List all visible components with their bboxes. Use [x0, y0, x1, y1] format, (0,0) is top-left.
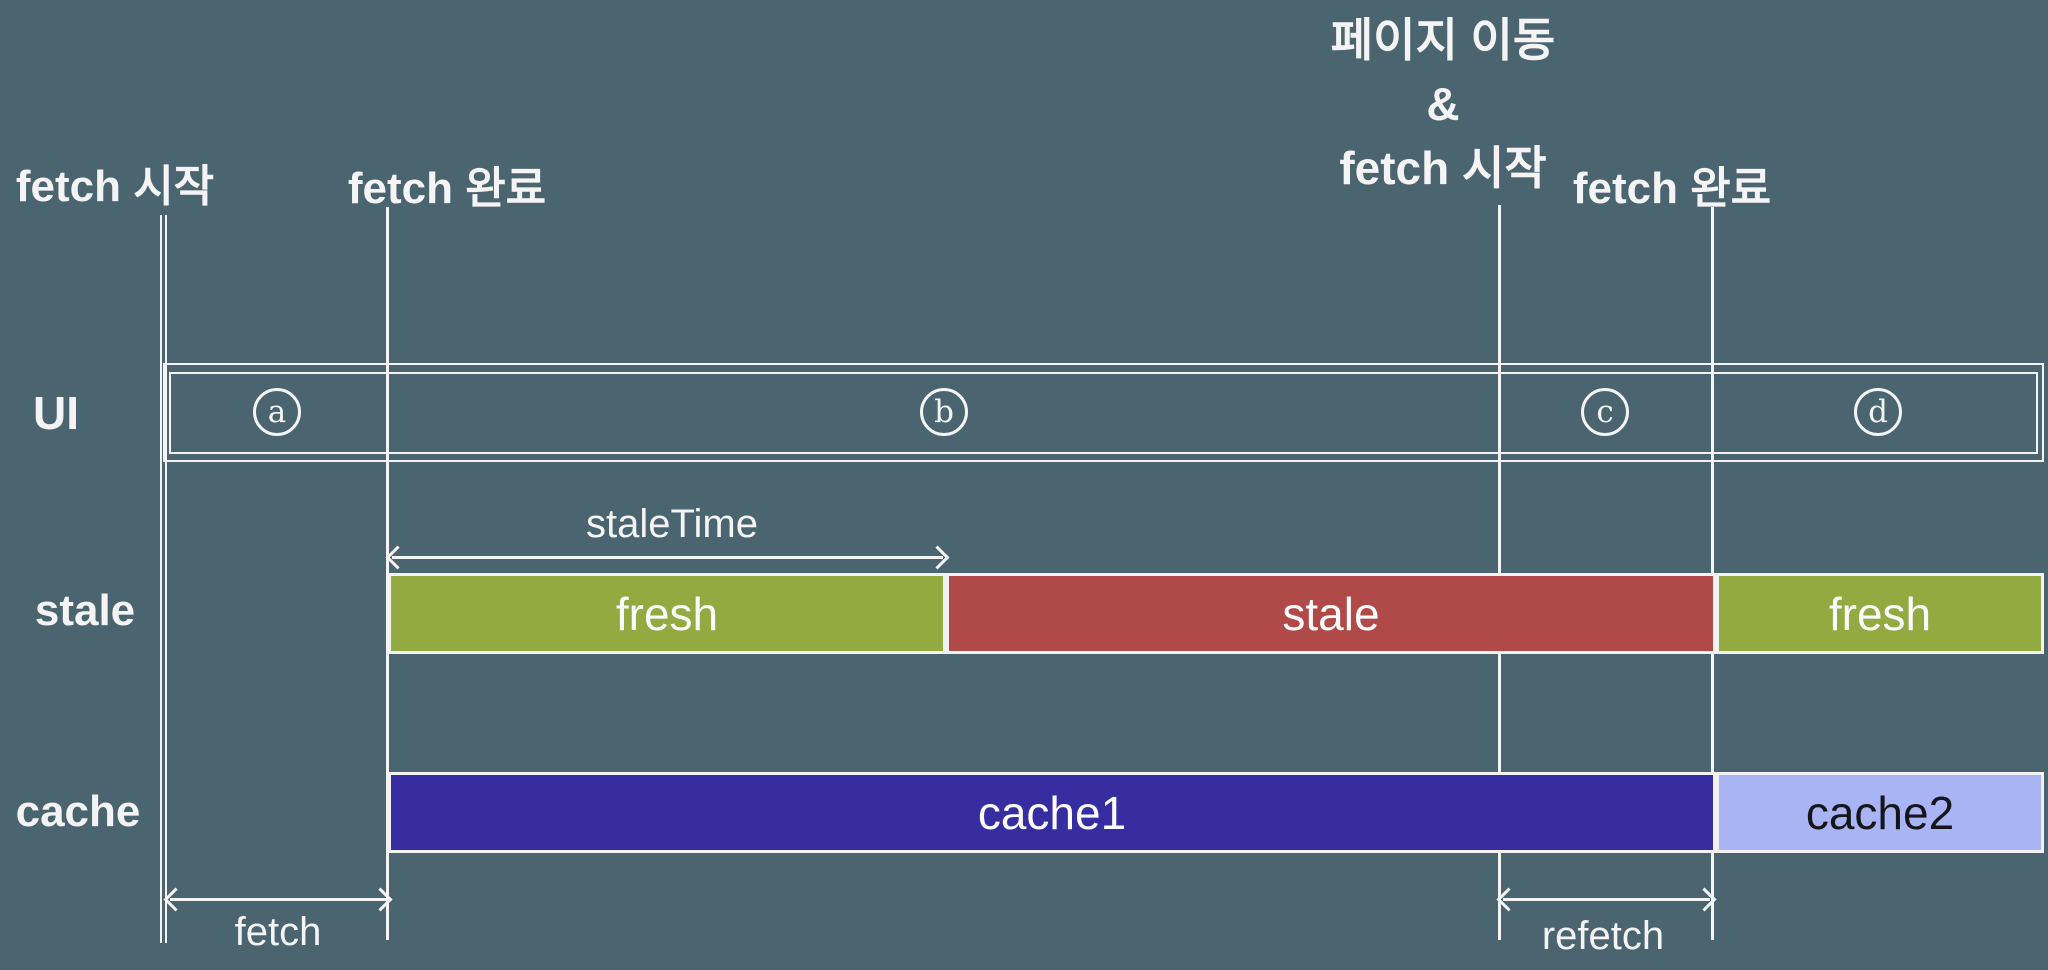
- ui-marker-d: d: [1854, 388, 1902, 436]
- timeline-line-fetch-complete: [386, 207, 389, 940]
- arrowhead-left-icon: [385, 545, 410, 570]
- fetch-duration-label: fetch: [234, 910, 322, 954]
- ui-band-inner: [169, 372, 2038, 454]
- refetch-duration-label: refetch: [1541, 914, 1665, 958]
- stale-bar-fresh-1-label: fresh: [615, 587, 719, 640]
- event-label-page-move-fetch-start: 페이지 이동 & fetch 시작: [1331, 8, 1555, 200]
- event-label-fetch-start-2: fetch 시작: [1339, 142, 1547, 194]
- timeline-line-fetch-start: [160, 215, 167, 943]
- arrowhead-right-icon: [925, 545, 950, 570]
- cache-bar-cache1: cache1: [388, 772, 1716, 853]
- event-label-fetch-start: fetch 시작: [15, 162, 215, 211]
- event-label-page-move: 페이지 이동: [1330, 14, 1556, 66]
- stale-bar-fresh-1: fresh: [388, 573, 946, 654]
- arrowhead-left-icon: [163, 887, 188, 912]
- cache-bar-cache1-label: cache1: [977, 786, 1127, 839]
- ui-marker-c: c: [1581, 388, 1629, 436]
- cache-bar-cache2: cache2: [1716, 772, 2044, 853]
- cache-bar-cache2-label: cache2: [1805, 786, 1955, 839]
- fetch-duration-arrow: [163, 887, 393, 912]
- row-label-cache: cache: [15, 787, 141, 836]
- ui-marker-b: b: [920, 388, 968, 436]
- event-label-fetch-complete-2: fetch 완료: [1572, 164, 1772, 213]
- stale-bar-fresh-2-label: fresh: [1828, 587, 1932, 640]
- event-label-fetch-complete: fetch 완료: [347, 164, 547, 213]
- staletime-arrow: [385, 545, 950, 570]
- stale-bar-stale-label: stale: [1282, 587, 1380, 640]
- ui-band-outer: [163, 363, 2044, 462]
- refetch-duration-arrow: [1496, 887, 1717, 912]
- ui-marker-a: a: [253, 388, 301, 436]
- stale-bar-fresh-2: fresh: [1716, 573, 2044, 654]
- row-label-ui: UI: [33, 387, 79, 439]
- staletime-annotation: staleTime: [586, 502, 758, 546]
- timeline-line-page-move: [1498, 205, 1501, 940]
- stale-bar-stale: stale: [946, 573, 1716, 654]
- row-label-stale: stale: [34, 586, 136, 635]
- event-label-ampersand: &: [1426, 78, 1460, 130]
